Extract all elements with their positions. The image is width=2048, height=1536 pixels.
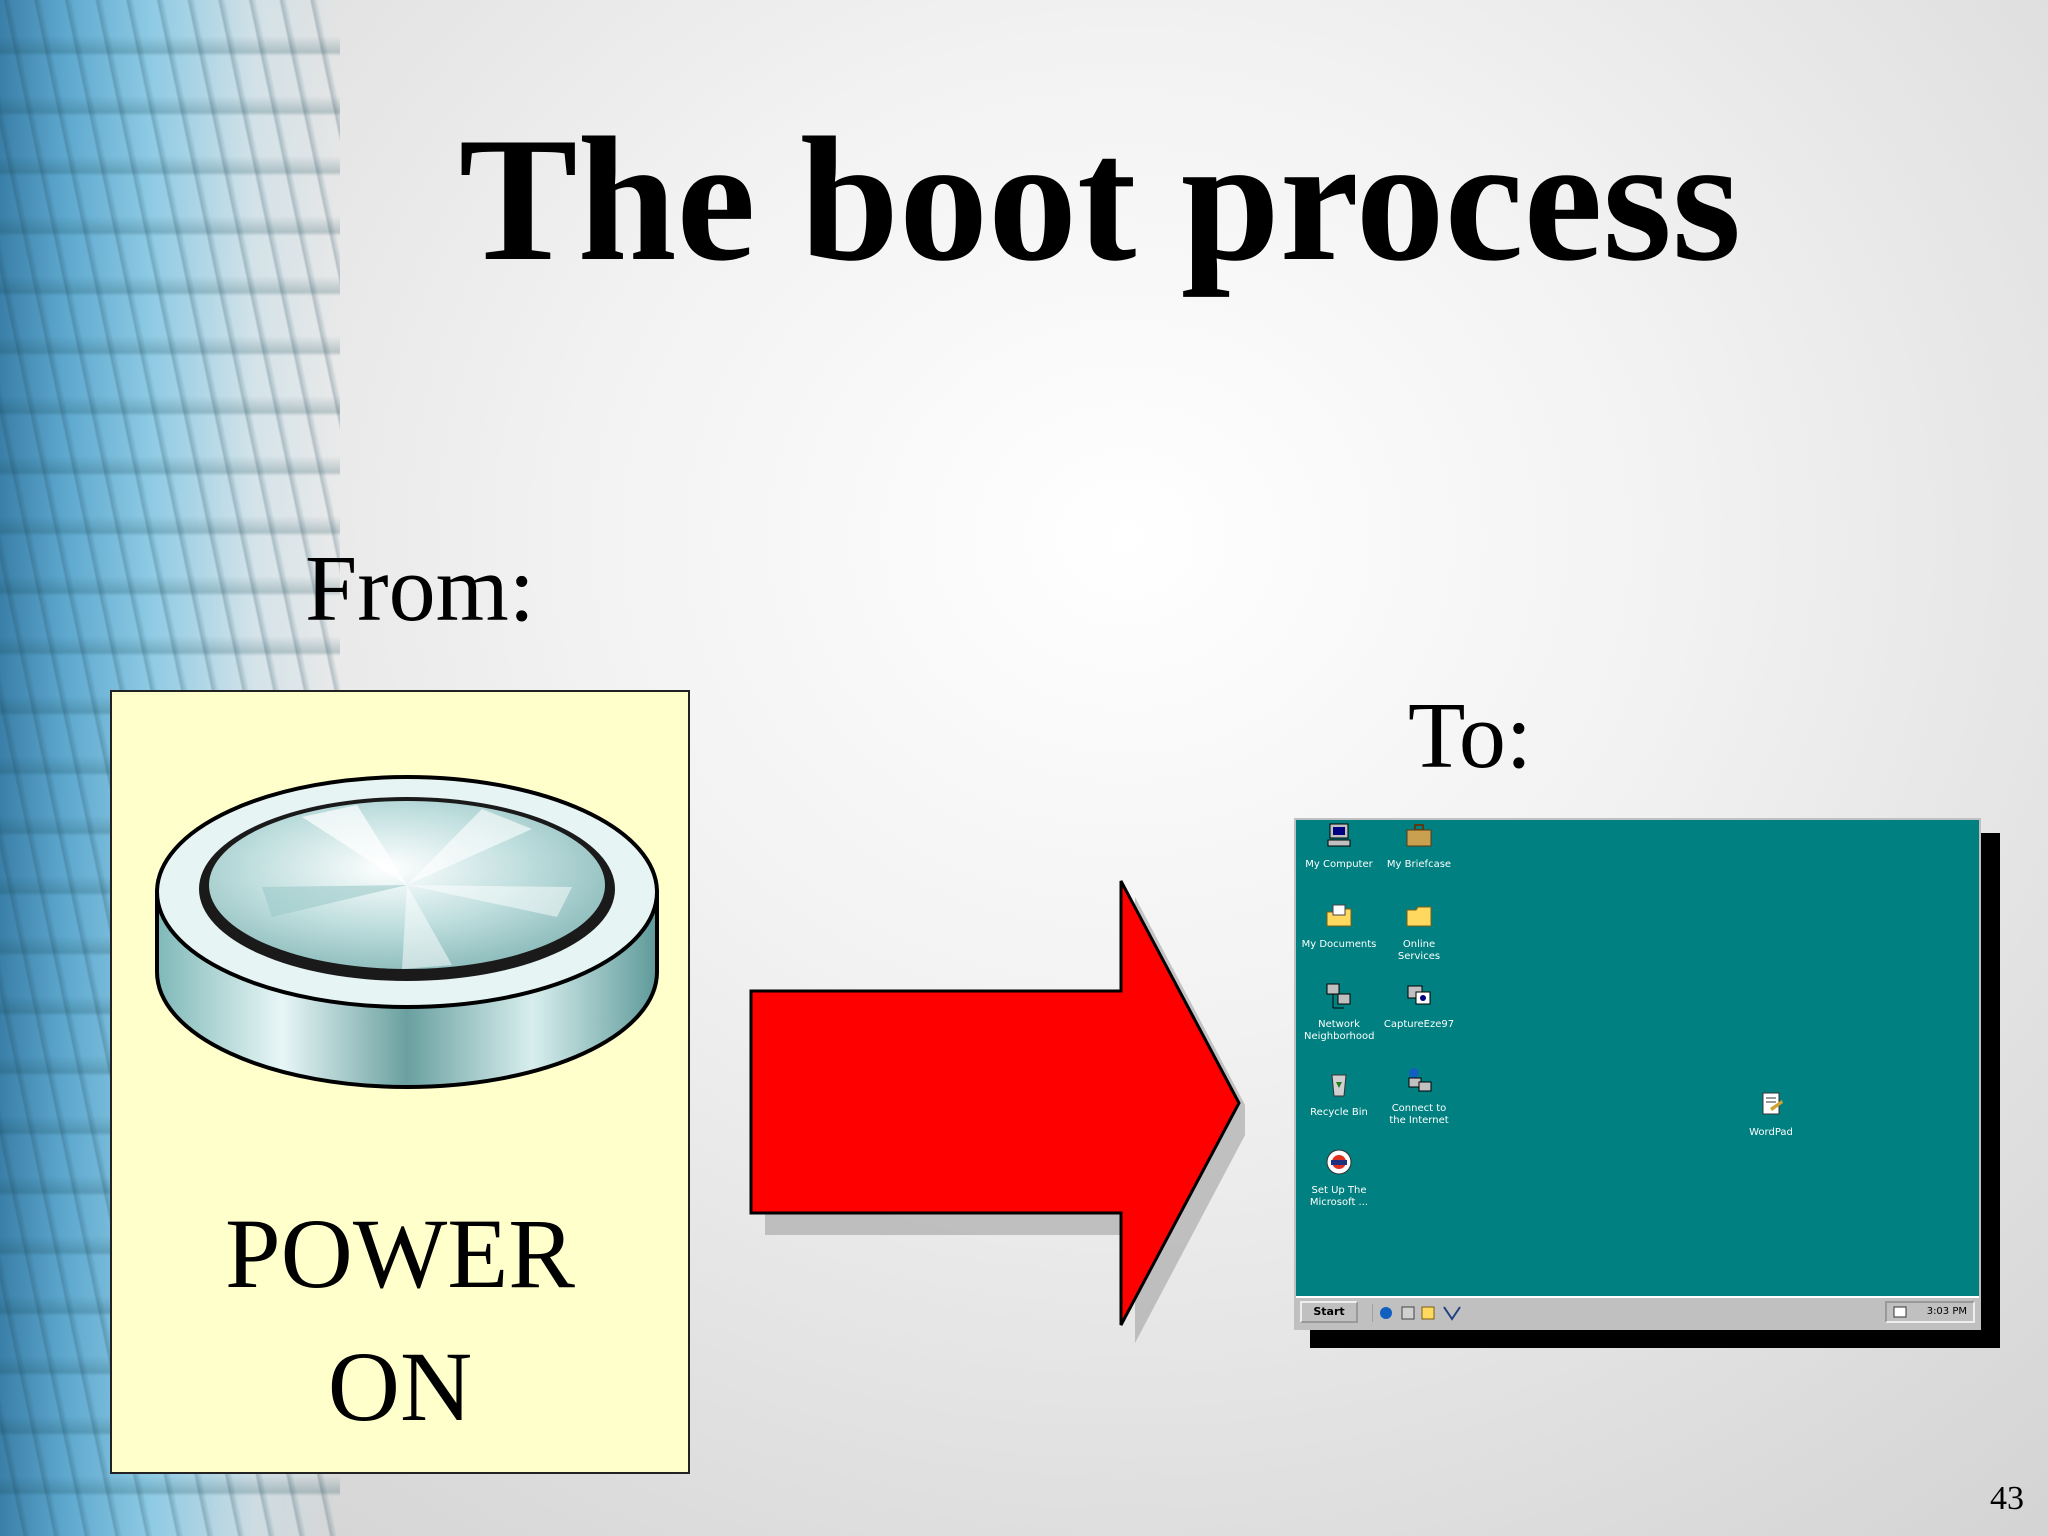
taskbar: Start 3:03 PM (1296, 1296, 1979, 1328)
to-label: To: (1408, 684, 1532, 788)
power-line-1: POWER (225, 1198, 575, 1309)
computer-icon (1327, 823, 1351, 847)
desktop-icon-label: My Briefcase (1386, 859, 1452, 870)
desktop-icon-label: Connect to the Internet (1389, 1103, 1449, 1126)
desktop-icon-set-up-the-microsoft[interactable]: Set Up The Microsoft ... (1296, 1148, 1382, 1209)
start-button-label: Start (1313, 1305, 1345, 1318)
taskbar-clock: 3:03 PM (1926, 1306, 1967, 1317)
power-on-panel: POWER ON (110, 690, 690, 1474)
desktop-icon-label: WordPad (1749, 1127, 1793, 1138)
right-arrow-icon (749, 880, 1245, 1343)
desktop-icon-my-documents[interactable]: My Documents (1296, 902, 1382, 951)
desktop-icon-label: Online Services (1397, 939, 1441, 962)
start-button[interactable]: Start (1300, 1301, 1358, 1323)
desktop-icon-recycle-bin[interactable]: Recycle Bin (1296, 1070, 1382, 1119)
slide-title: The boot process (458, 100, 1742, 298)
desktop-icon-network-neighborhood[interactable]: Network Neighborhood (1296, 982, 1382, 1043)
desktop-icon-my-briefcase[interactable]: My Briefcase (1376, 822, 1462, 871)
desktop-icon-connect-to-the-internet[interactable]: Connect to the Internet (1376, 1066, 1462, 1127)
page-number: 43 (1990, 1480, 2024, 1517)
capture-icon (1407, 985, 1431, 1005)
network-icon (1326, 983, 1351, 1009)
desktop-icon-label: Network Neighborhood (1304, 1019, 1375, 1042)
power-button-icon (155, 775, 659, 1089)
msn-icon (1326, 1149, 1352, 1175)
desktop-icon-my-computer[interactable]: My Computer (1296, 822, 1382, 871)
speaker-icon[interactable] (1893, 1306, 1907, 1318)
desktop-icon-label: Set Up The Microsoft ... (1309, 1185, 1369, 1208)
windows-desktop-screenshot: My Computer My Briefcase My Documents On… (1294, 818, 1981, 1330)
system-tray: 3:03 PM (1885, 1301, 1975, 1323)
recycle-bin-icon (1331, 1074, 1347, 1097)
connect-internet-icon (1408, 1068, 1432, 1092)
desktop-icon-label: My Computer (1305, 859, 1373, 870)
desktop-icon-captureeze97[interactable]: CaptureEze97 (1376, 982, 1462, 1031)
documents-icon (1326, 904, 1352, 927)
from-label: From: (305, 537, 535, 641)
desktop-icon-online-services[interactable]: Online Services (1376, 902, 1462, 963)
desktop-icon-label: CaptureEze97 (1383, 1019, 1455, 1030)
desktop-icon-label: My Documents (1301, 939, 1377, 950)
wordpad-icon (1762, 1092, 1783, 1115)
power-on-text: POWER ON (112, 1187, 688, 1453)
folder-icon (1406, 906, 1432, 927)
power-line-2: ON (327, 1331, 473, 1442)
briefcase-icon (1406, 824, 1432, 847)
desktop-icon-label: Recycle Bin (1310, 1107, 1368, 1118)
quick-launch-icons (1372, 1304, 1461, 1322)
desktop-icon-wordpad[interactable]: WordPad (1728, 1090, 1814, 1139)
